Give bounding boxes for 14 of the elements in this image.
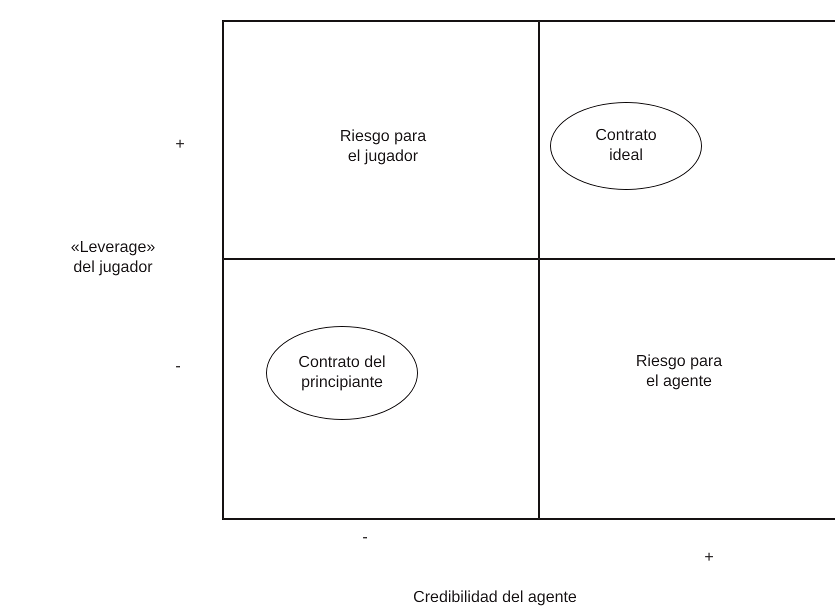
node-label: Contrato ideal: [594, 126, 658, 166]
axis-title: Credibilidad del agente: [412, 588, 578, 608]
axis-sign: -: [361, 528, 369, 548]
ellipse-node: [550, 102, 702, 190]
ellipse-node: [266, 326, 418, 420]
node-label: Contrato del principiante: [297, 353, 387, 393]
axis-title: «Leverage» del jugador: [70, 238, 156, 278]
axis-sign: -: [174, 357, 182, 377]
axis-sign: +: [703, 548, 715, 568]
quadrant: [222, 258, 540, 520]
axis-sign: +: [174, 135, 186, 155]
quadrant-label: Riesgo para el agente: [634, 352, 724, 392]
quadrant: [222, 20, 540, 260]
quadrant-label: Riesgo para el jugador: [338, 127, 428, 167]
